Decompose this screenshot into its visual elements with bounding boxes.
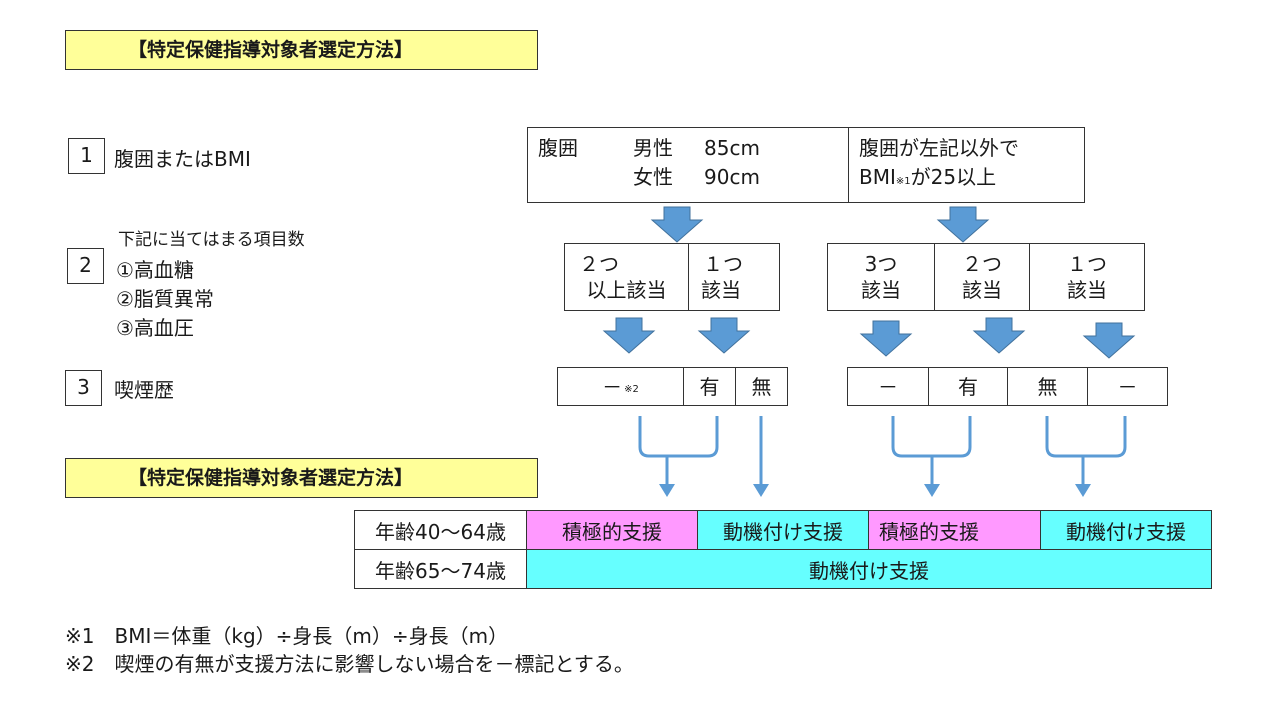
row1-cell-1: 積極的支援 (526, 510, 698, 550)
smoking-left-no-text: 無 (751, 374, 772, 399)
block-arrow-down-icon (1082, 322, 1136, 359)
block-arrow-down-icon (859, 320, 913, 357)
bmi-condition: が25以上 (910, 165, 997, 189)
count-left-1-top: １つ (703, 252, 743, 276)
page-title-top: 【特定保健指導対象者選定方法】 (65, 30, 538, 70)
criteria-bmi-box: 腹囲が左記以外で BMI※1が25以上 (848, 127, 1085, 203)
count-right-1-bottom: 該当 (1067, 278, 1107, 302)
row2-age-label: 年齢65～74歳 (354, 549, 527, 589)
count-right-3: 3つ 該当 (827, 243, 935, 311)
count-left-2plus-top: ２つ (579, 252, 619, 276)
arrow-head-icon (753, 484, 769, 497)
row2-cell: 動機付け支援 (526, 549, 1212, 589)
step-1-number: 1 (68, 138, 105, 174)
smoking-left-none: －※2 (557, 367, 684, 406)
step-3-label: 喫煙歴 (114, 378, 174, 402)
smoking-right-4: － (1087, 367, 1168, 406)
bmi-label: BMI (859, 165, 896, 189)
count-left-1-bottom: 該当 (701, 278, 741, 302)
block-arrow-down-icon (936, 206, 990, 243)
step-2-header: 下記に当てはまる項目数 (118, 230, 305, 250)
step-2-item-1: ①高血糖 (116, 258, 194, 282)
step-1-label: 腹囲またはBMI (114, 147, 251, 171)
row1-cell-3: 積極的支援 (868, 510, 1041, 550)
count-right-2-bottom: 該当 (962, 278, 1002, 302)
count-left-2plus-bottom: 以上該当 (586, 278, 667, 302)
merge-bracket-right-1 (891, 416, 972, 458)
step-2-number: 2 (67, 248, 104, 284)
bmi-line-1: 腹囲が左記以外で (859, 136, 1019, 160)
arrow-head-icon (659, 484, 675, 497)
bmi-line-2: BMI※1が25以上 (859, 164, 996, 195)
smoking-left-yes-text: 有 (699, 374, 720, 399)
smoking-left-no: 無 (735, 367, 788, 406)
count-right-1: １つ 該当 (1029, 243, 1145, 311)
count-left-2plus: ２つ 以上該当 (564, 243, 689, 311)
merge-bracket-right-2 (1045, 416, 1127, 458)
block-arrow-down-icon (650, 206, 704, 243)
count-right-1-top: １つ (1067, 252, 1107, 276)
female-value: 90cm (704, 165, 760, 189)
count-right-2: ２つ 該当 (934, 243, 1030, 311)
block-arrow-down-icon (697, 317, 751, 354)
smoking-note-mark: ※2 (624, 383, 639, 395)
waist-label: 腹囲 (538, 136, 578, 160)
count-right-2-top: ２つ (962, 252, 1002, 276)
female-label: 女性 (633, 165, 673, 189)
bmi-note-mark: ※1 (895, 176, 911, 187)
row1-cell-4: 動機付け支援 (1040, 510, 1212, 550)
step-3-number: 3 (65, 370, 102, 406)
block-arrow-down-icon (602, 317, 656, 354)
step-2-item-3: ③高血圧 (116, 316, 194, 340)
arrow-head-icon (1075, 484, 1091, 497)
count-right-3-top: 3つ (864, 252, 898, 276)
male-label: 男性 (633, 136, 673, 160)
criteria-waist-box: 腹囲 男性 85cm 女性 90cm (527, 127, 849, 203)
arrow-head-icon (924, 484, 940, 497)
male-value: 85cm (704, 136, 760, 160)
footnote-2: ※2 喫煙の有無が支援方法に影響しない場合を－標記とする。 (65, 652, 634, 676)
merge-bracket-left (638, 416, 719, 458)
step-2-item-2: ②脂質異常 (116, 287, 214, 311)
count-left-1: １つ 該当 (688, 243, 780, 311)
count-right-3-bottom: 該当 (861, 278, 901, 302)
block-arrow-down-icon (972, 317, 1026, 354)
smoking-left-none-text: － (602, 374, 623, 399)
footnote-1: ※1 BMI＝体重（kg）÷身長（m）÷身長（m） (65, 624, 509, 648)
section-title-mid: 【特定保健指導対象者選定方法】 (65, 458, 538, 498)
